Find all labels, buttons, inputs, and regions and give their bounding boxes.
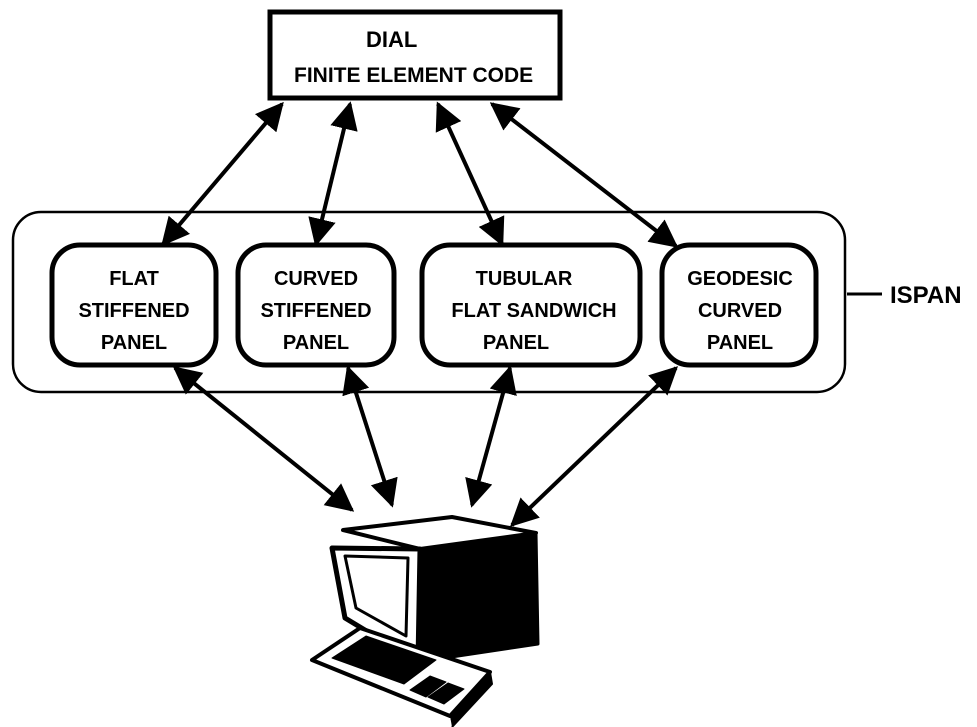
module-line1: CURVED (274, 268, 358, 290)
module-line2: STIFFENED (78, 300, 189, 322)
dial-subtitle: FINITE ELEMENT CODE (294, 64, 533, 87)
arrow-flat-terminal (172, 366, 355, 512)
module-line2: CURVED (698, 300, 782, 322)
terminal-connector-arrows (172, 365, 679, 527)
arrow-dial-curved (308, 101, 358, 247)
arrow-tubular-terminal (465, 365, 517, 508)
module-line2: STIFFENED (260, 300, 371, 322)
module-line2: FLAT SANDWICH (451, 300, 616, 322)
module-tubular-flat-sandwich-panel: TUBULAR FLAT SANDWICH PANEL (419, 242, 643, 368)
ispan-group-frame (11, 210, 847, 394)
module-flat-stiffened-panel: FLAT STIFFENED PANEL (49, 242, 219, 368)
dial-title: DIAL (366, 27, 417, 52)
arrow-dial-tubular (435, 101, 505, 247)
dial-connector-arrows (161, 101, 679, 248)
module-line1: FLAT (109, 268, 159, 290)
module-curved-stiffened-panel: CURVED STIFFENED PANEL (235, 242, 397, 368)
module-line3: PANEL (101, 332, 167, 354)
module-line3: PANEL (483, 332, 549, 354)
arrow-dial-geodesic (489, 102, 679, 248)
module-line3: PANEL (283, 332, 349, 354)
arrow-geodesic-terminal (509, 366, 679, 527)
dial-box: DIAL FINITE ELEMENT CODE (267, 9, 563, 101)
module-line1: GEODESIC (687, 268, 793, 290)
arrow-dial-flat (161, 101, 284, 247)
module-geodesic-curved-panel: GEODESIC CURVED PANEL (659, 242, 819, 368)
module-line3: PANEL (707, 332, 773, 354)
computer-terminal-icon (310, 515, 540, 727)
arrow-curved-terminal (342, 365, 398, 508)
module-line1: TUBULAR (476, 268, 573, 290)
ispan-label: ISPAN (890, 282, 962, 309)
